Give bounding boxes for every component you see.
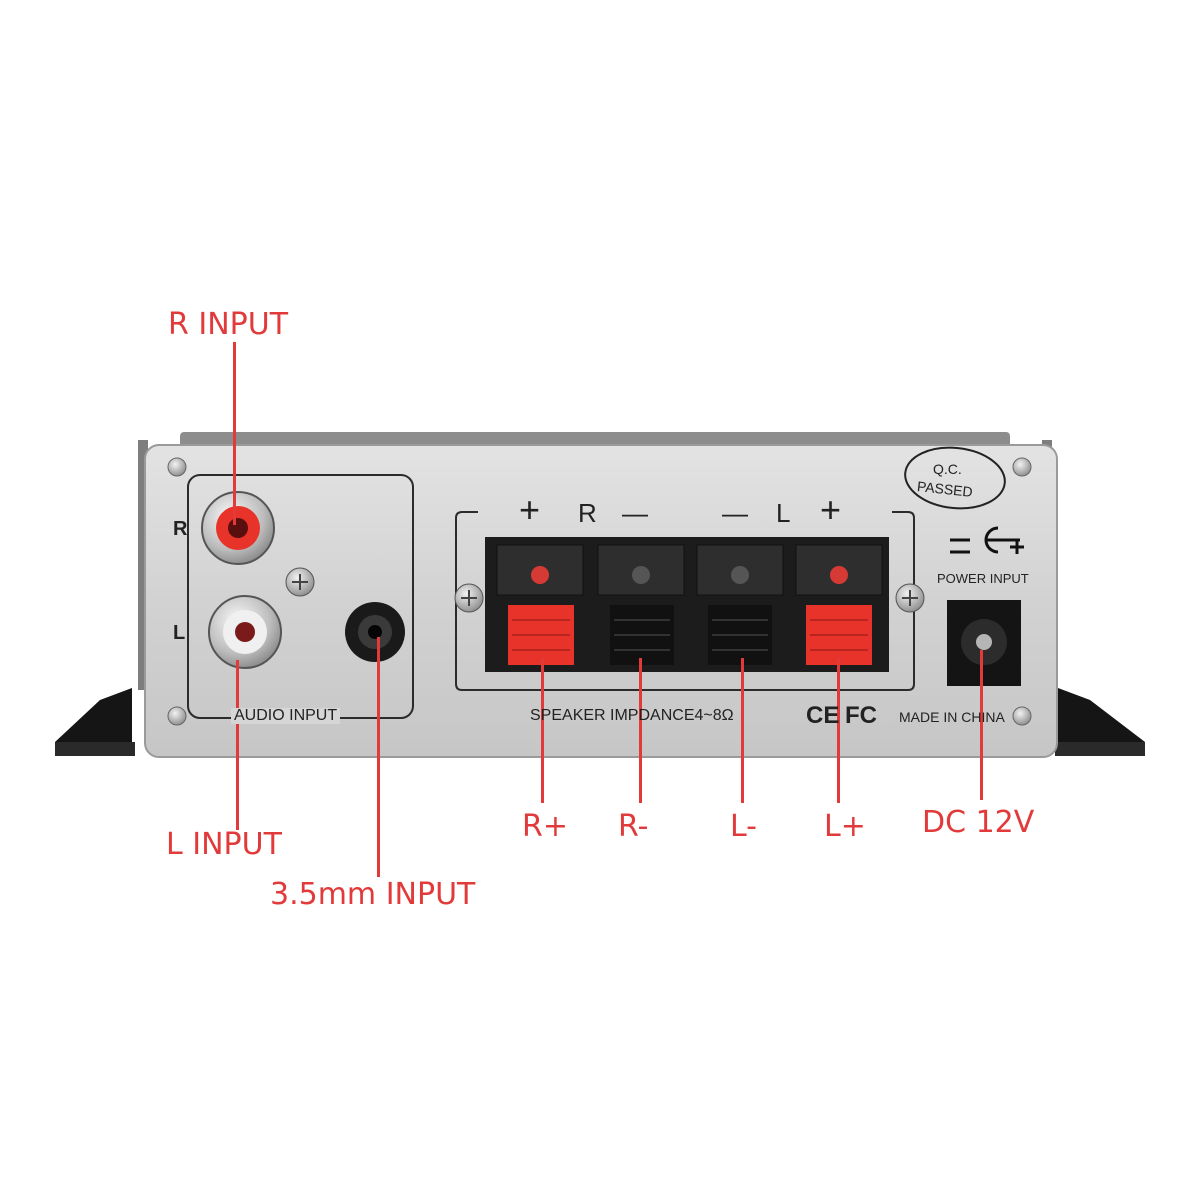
callout-line-l-plus: [837, 658, 840, 803]
callout-line-3-5mm: [377, 637, 380, 877]
terminal-header-plus-left: +: [519, 489, 541, 530]
terminal-l-minus[interactable]: [696, 544, 784, 665]
dc-polarity-icon: [950, 526, 1024, 554]
callout-line-r-input: [233, 342, 236, 525]
power-input-label: POWER INPUT: [937, 571, 1029, 586]
callout-dc-12v: DC 12V: [922, 805, 1035, 840]
panel-label-audio-input: AUDIO INPUT: [231, 708, 341, 724]
callout-l-plus: L+: [824, 809, 866, 844]
callout-l-input: L INPUT: [166, 827, 282, 862]
corner-screws: [167, 457, 1032, 726]
terminal-r-plus[interactable]: [496, 544, 584, 665]
terminal-header-minus-right: —: [722, 498, 748, 528]
made-in-china-label: MADE IN CHINA: [899, 709, 1005, 725]
terminal-header-r: R: [578, 498, 597, 528]
terminal-r-minus[interactable]: [597, 544, 685, 665]
terminal-header-l: L: [776, 498, 791, 528]
speaker-terminal-frame: [455, 511, 915, 691]
terminal-header-minus-left: —: [622, 498, 648, 528]
panel-screw: [285, 567, 315, 597]
rca-left-jack[interactable]: [208, 595, 282, 669]
callout-line-l-minus: [741, 658, 744, 803]
qc-line-1: Q.C.: [933, 461, 962, 477]
callout-line-l-input: [236, 660, 239, 830]
terminal-screws: [454, 583, 925, 613]
callout-line-dc: [980, 650, 983, 800]
callout-r-input: R INPUT: [168, 307, 289, 342]
dc-power-jack[interactable]: [947, 600, 1021, 686]
panel-label-l: L: [173, 622, 186, 644]
callout-r-plus: R+: [522, 809, 568, 844]
aux-3-5mm-jack[interactable]: [345, 602, 405, 662]
rca-right-jack[interactable]: [201, 491, 275, 565]
callout-3-5mm-input: 3.5mm INPUT: [270, 877, 476, 912]
callout-line-r-minus: [639, 658, 642, 803]
fc-mark: FC: [845, 702, 877, 729]
callout-line-r-plus: [541, 658, 544, 803]
qc-passed-stamp: [904, 446, 1006, 510]
mounting-feet: [55, 688, 1145, 756]
terminal-l-plus[interactable]: [795, 544, 883, 665]
panel-label-r: R: [173, 518, 188, 540]
callout-r-minus: R-: [618, 809, 649, 844]
callout-l-minus: L-: [730, 809, 758, 844]
terminal-header-plus-right: +: [820, 489, 842, 530]
ce-mark: CE: [806, 702, 840, 729]
speaker-impedance-label: SPEAKER IMPDANCE4~8Ω: [530, 707, 734, 724]
